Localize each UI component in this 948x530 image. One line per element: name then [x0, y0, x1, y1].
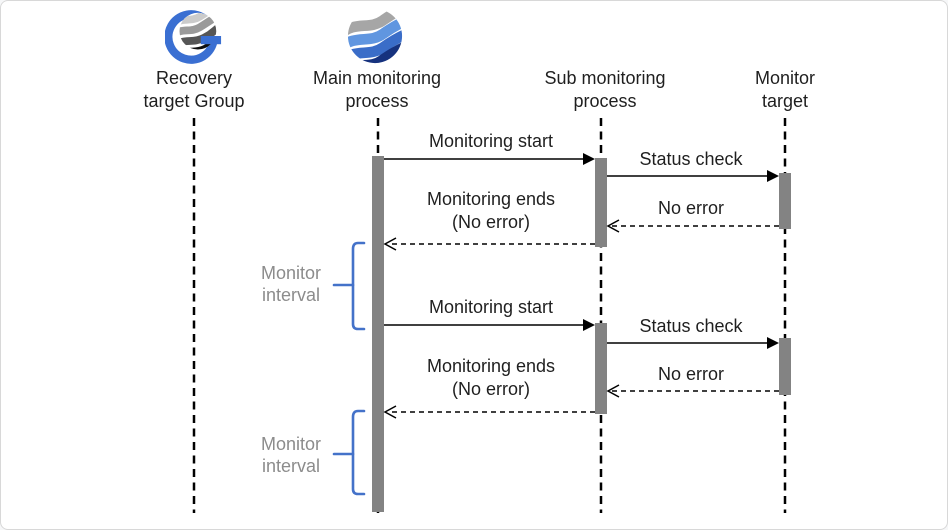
- message-arrow-no-error-1: [606, 219, 779, 233]
- message-label-line: Monitoring ends: [426, 189, 556, 209]
- message-label-status-check-1: Status check: [639, 149, 743, 169]
- monitor-interval-line: interval: [261, 456, 321, 476]
- actor-label-line: Monitor: [754, 68, 816, 88]
- actor-label-line: Sub monitoring: [544, 68, 666, 88]
- monitor-interval-line: Monitor: [260, 434, 322, 454]
- message-label-line: (No error): [451, 379, 531, 399]
- message-label-monitoring-ends-2: Monitoring ends (No error): [427, 355, 555, 401]
- actor-label-recovery-target-group: Recovery target Group: [143, 67, 244, 113]
- message-arrow-monitoring-ends-1: [383, 237, 595, 251]
- activation-bar-target-2: [779, 338, 791, 395]
- actor-label-line: process: [345, 91, 409, 111]
- actor-label-monitor-target: Monitor target: [755, 67, 815, 113]
- message-arrow-monitoring-start-1: [384, 153, 595, 165]
- message-arrow-monitoring-start-2: [384, 319, 595, 331]
- message-label-monitoring-start-2: Monitoring start: [428, 297, 554, 317]
- message-label-line: (No error): [451, 212, 531, 232]
- activation-bar-sub-2: [595, 323, 607, 414]
- message-label-no-error-1: No error: [657, 198, 725, 218]
- actor-label-line: process: [573, 91, 637, 111]
- monitor-interval-brace-1: [351, 241, 366, 331]
- monitor-interval-brace-2: [351, 409, 366, 496]
- monitor-interval-line: interval: [261, 285, 321, 305]
- monitor-interval-label-1: Monitor interval: [261, 262, 321, 306]
- monitor-interval-line: Monitor: [260, 263, 322, 283]
- message-arrow-status-check-2: [607, 337, 779, 349]
- monitoring-sphere-icon: [347, 8, 403, 64]
- activation-bar-target-1: [779, 173, 791, 229]
- recovery-group-icon: [165, 10, 222, 64]
- monitor-interval-label-2: Monitor interval: [261, 433, 321, 477]
- activation-bar-sub-1: [595, 158, 607, 247]
- message-arrow-monitoring-ends-2: [383, 405, 595, 419]
- message-label-monitoring-start-1: Monitoring start: [428, 131, 554, 151]
- activation-bar-main: [372, 156, 384, 512]
- message-label-no-error-2: No error: [657, 364, 725, 384]
- actor-label-line: Main monitoring: [312, 68, 442, 88]
- actor-label-line: Recovery: [155, 68, 233, 88]
- actor-label-line: target: [761, 91, 809, 111]
- actor-label-sub-monitoring-process: Sub monitoring process: [544, 67, 665, 113]
- message-arrow-no-error-2: [606, 384, 779, 398]
- message-label-monitoring-ends-1: Monitoring ends (No error): [427, 188, 555, 234]
- message-label-line: Monitoring ends: [426, 356, 556, 376]
- message-arrow-status-check-1: [607, 170, 779, 182]
- message-label-status-check-2: Status check: [639, 316, 743, 336]
- actor-label-line: target Group: [143, 91, 245, 111]
- actor-label-main-monitoring-process: Main monitoring process: [313, 67, 441, 113]
